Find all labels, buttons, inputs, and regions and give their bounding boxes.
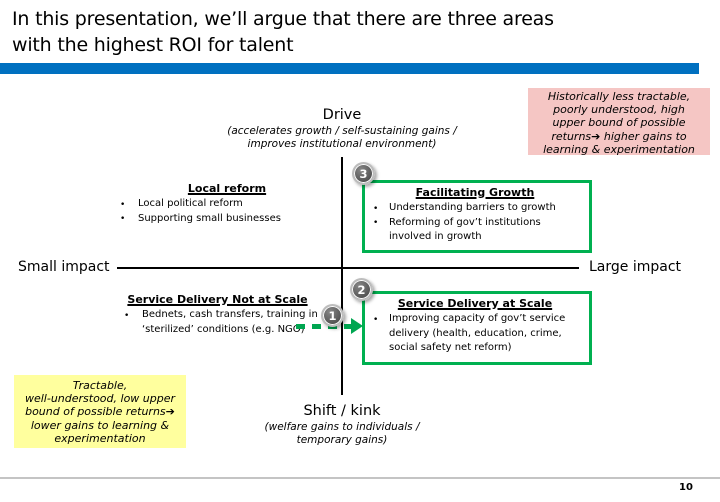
callout-bottom-left: Tractable, well-understood, low upper bo… [14,375,186,448]
slide-title: In this presentation, we’ll argue that t… [12,8,554,56]
badge-3: 3 [352,162,375,185]
service-not-at-scale-title: Service Delivery Not at Scale [127,293,308,306]
service-at-scale-bullet: Improving capacity of gov’t service deli… [365,312,585,356]
axis-bottom-group: Shift / kink (welfare gains to individua… [192,402,492,446]
local-reform-title: Local reform [187,182,267,195]
service-at-scale-box: Service Delivery at Scale Improving capa… [362,291,592,365]
axis-bottom-label: Shift / kink [303,403,381,419]
callout-top-right: Historically less tractable, poorly unde… [528,88,710,156]
badge-2: 2 [350,278,373,301]
facilitating-growth-bullet: Understanding barriers to growth [365,201,585,215]
axis-top-sublabel: (accelerates growth / self-sustaining ga… [227,125,457,150]
service-not-at-scale-block: Service Delivery Not at Scale Bednets, c… [116,293,319,337]
local-reform-bullet: Local political reform [112,197,342,211]
vertical-axis-line [341,157,343,395]
transition-arrow-dashes [296,324,352,329]
horizontal-axis-line [117,267,579,269]
service-not-at-scale-bullet: Bednets, cash transfers, training in ‘st… [116,308,319,337]
facilitating-growth-box: Facilitating Growth Understanding barrie… [362,180,592,253]
badge-1: 1 [321,304,344,327]
axis-left-label: Small impact [18,259,110,275]
facilitating-growth-bullet: Reforming of gov’t institutions involved… [365,216,585,245]
local-reform-bullet: Supporting small businesses [112,212,342,226]
service-at-scale-title: Service Delivery at Scale [397,297,553,310]
axis-top-label: Drive [322,107,362,123]
footer-divider [0,477,720,479]
axis-right-label: Large impact [589,259,682,275]
axis-top-group: Drive (accelerates growth / self-sustain… [192,106,492,150]
title-accent-bar [0,63,699,74]
axis-bottom-sublabel: (welfare gains to individuals / temporar… [264,421,420,446]
local-reform-block: Local reform Local political reform Supp… [112,182,342,226]
facilitating-growth-title: Facilitating Growth [415,186,535,199]
page-number: 10 [679,482,693,493]
transition-arrow-head-icon [351,318,363,334]
